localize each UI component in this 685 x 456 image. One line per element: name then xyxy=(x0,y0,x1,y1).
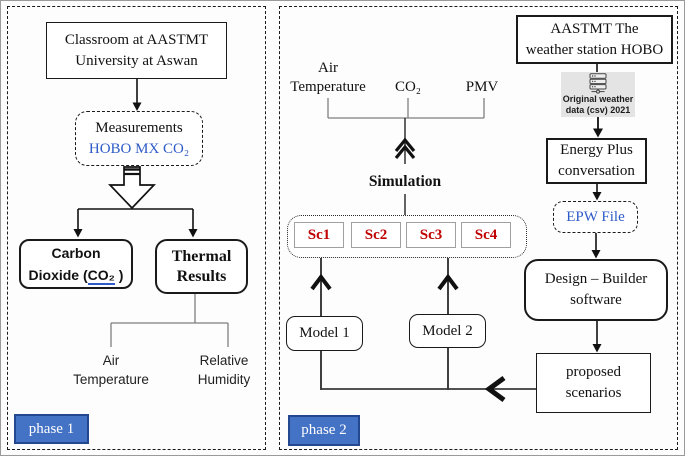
phase1-panel xyxy=(7,6,266,450)
scenario-sc3: Sc3 xyxy=(406,222,456,248)
arrowhead-down xyxy=(592,344,602,353)
weather-data-line1: Original weather xyxy=(562,94,634,104)
model1-box: Model 1 xyxy=(286,316,363,351)
input-co2-label: CO₂ xyxy=(394,79,422,95)
server-data-icon xyxy=(589,73,607,94)
proposed-scenarios-box: proposed scenarios xyxy=(536,353,651,413)
carbon-line2: Dioxide (CO₂ ) xyxy=(28,267,124,285)
input-air-temperature-label: Air Temperature xyxy=(290,60,366,95)
arrowhead-down xyxy=(591,250,601,259)
weather-data-box: Original weather data (csv) 2021 xyxy=(561,72,635,117)
input-pmv-label: PMV xyxy=(465,79,499,95)
chevron-up xyxy=(437,273,459,291)
classroom-box: Classroom at AASTMT University at Aswan xyxy=(46,22,227,79)
phase2-panel xyxy=(279,6,678,450)
design-builder-box: Design – Builder software xyxy=(524,259,668,321)
scenario-sc4: Sc4 xyxy=(461,222,511,248)
classroom-line2: University at Aswan xyxy=(75,52,198,69)
arrowhead-down xyxy=(188,229,198,238)
phase2-badge: phase 2 xyxy=(288,415,360,446)
thermal-results-box: Thermal Results xyxy=(155,239,248,294)
carbon-dioxide-box: Carbon Dioxide (CO₂ ) xyxy=(19,239,133,289)
epw-file-box: EPW File xyxy=(553,201,638,233)
phase1-badge: phase 1 xyxy=(14,414,89,444)
arrowhead-down xyxy=(592,192,602,201)
arrowhead-down xyxy=(132,102,142,111)
scenario-sc1: Sc1 xyxy=(294,222,344,248)
chevron-up xyxy=(310,273,332,291)
chevron-left xyxy=(484,375,506,403)
energy-plus-box: Energy Plus conversation xyxy=(546,138,647,184)
measurements-line1: Measurements xyxy=(95,119,183,136)
arrowhead-down xyxy=(73,229,83,238)
scenario-sc2: Sc2 xyxy=(351,222,401,248)
weather-station-box: AASTMT The weather station HOBO xyxy=(516,15,673,64)
relative-humidity-label: Relative Humidity xyxy=(197,353,251,387)
air-temperature-label: Air Temperature xyxy=(73,353,149,387)
simulation-label: Simulation xyxy=(368,173,442,190)
weather-data-line2: data (csv) 2021 xyxy=(565,105,631,115)
measurements-box: Measurements HOBO MX CO₂ xyxy=(75,111,203,166)
model2-box: Model 2 xyxy=(409,314,486,348)
classroom-line1: Classroom at AASTMT xyxy=(64,31,209,48)
thermal-line2: Results xyxy=(176,267,227,285)
measurements-line2: HOBO MX CO₂ xyxy=(88,140,190,157)
arrowhead-down xyxy=(593,128,603,138)
thermal-line1: Thermal xyxy=(171,247,232,265)
double-chevron-up xyxy=(394,137,416,153)
carbon-line1: Carbon xyxy=(51,245,101,261)
